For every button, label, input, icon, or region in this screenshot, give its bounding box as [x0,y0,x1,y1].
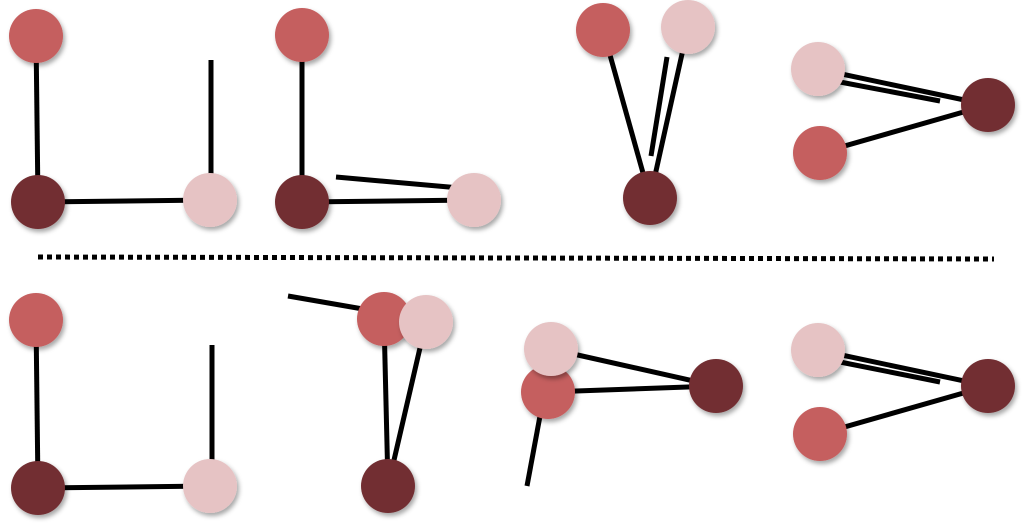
bond-line [33,319,41,489]
atom-light [183,173,237,227]
bond-line [819,383,989,437]
bottom-panel-2 [357,292,453,513]
dangling-segment [648,56,670,157]
atom-medium [576,3,630,57]
top-panel-2-lines [299,35,475,205]
atom-light [183,459,237,513]
atom-medium [275,8,329,62]
bond-line [37,483,211,491]
atom-dark [11,461,65,515]
atom-dark [623,171,677,225]
atom-dark [11,175,65,229]
bond-line [550,346,717,389]
top-panel-1-lines [33,35,214,205]
atom-medium [9,9,63,63]
atom-light [399,295,453,349]
top-panel-3 [576,0,715,225]
atom-dark [689,359,743,413]
atom-light [447,173,501,227]
dangling-segment [335,174,461,191]
bottom-panel-4-lines [817,347,989,437]
bond-line [817,347,989,389]
atom-light [791,42,845,96]
top-panel-3-lines [600,26,691,199]
bond-line [33,35,41,203]
bond-line [819,102,989,156]
bond-line [385,321,429,487]
dangling-segment [839,359,941,385]
atom-dark [361,459,415,513]
atom-light [791,323,845,377]
atom-dark [961,359,1015,413]
bond-line [37,197,211,205]
bottom-panel-4 [791,323,1015,461]
atom-dark [275,175,329,229]
atom-medium [9,293,63,347]
atom-medium [357,292,411,346]
dangling-segment [839,79,941,104]
top-panel-4 [791,42,1015,180]
top-panel-4-lines [817,66,989,156]
atom-light [661,0,715,54]
atom-medium [793,126,847,180]
bottom-panel-3 [521,322,743,419]
bond-line [647,26,691,199]
bottom-panel-1-lines [33,319,215,491]
atom-medium [793,407,847,461]
bond-line [301,197,475,205]
row-divider [37,254,995,262]
top-panel-2 [275,8,501,229]
bottom-panel-1 [9,293,237,515]
bond-line [381,318,391,487]
bond-line [600,29,653,199]
bond-line [547,383,717,395]
top-panel-1 [9,9,237,229]
bond-line [817,66,989,108]
atom-light [524,322,578,376]
atom-dark [961,78,1015,132]
atom-medium [521,365,575,419]
